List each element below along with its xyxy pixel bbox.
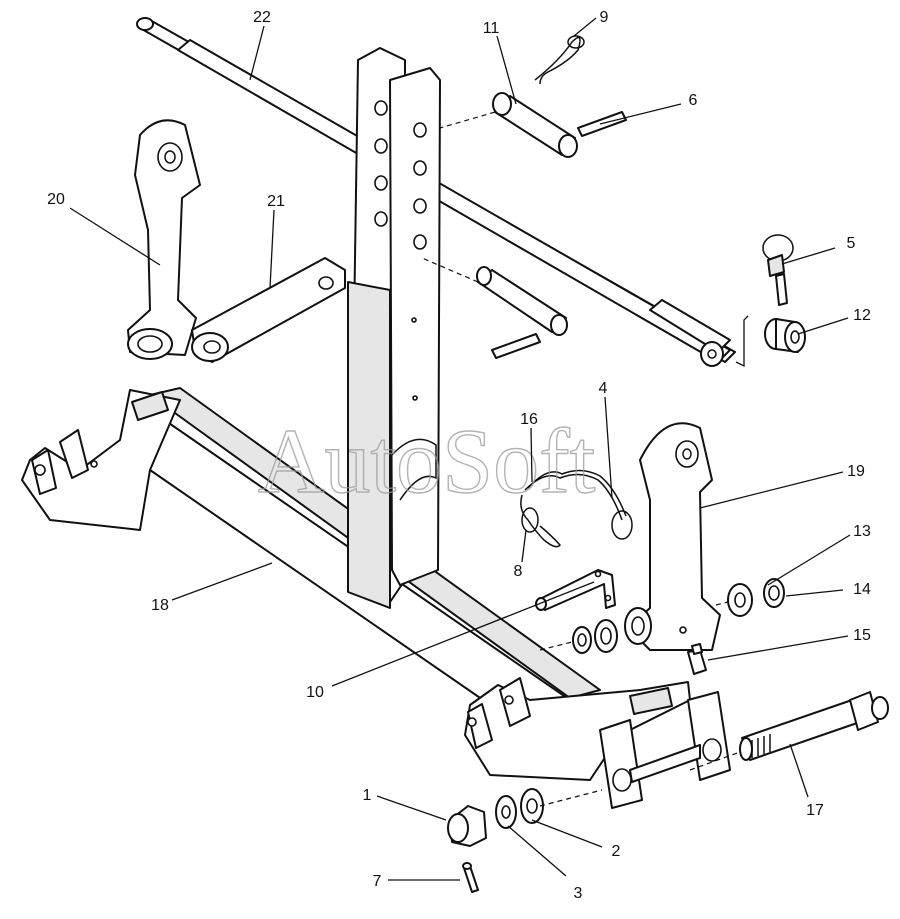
callout-14: 14 [853,581,871,598]
callout-22: 22 [253,9,271,26]
leader-lines [69,17,851,881]
callout-11: 11 [483,20,500,37]
callout-19: 19 [847,463,865,480]
callout-10: 10 [306,684,324,701]
lift-arm-right-19 [624,422,721,651]
callout-7: 7 [373,873,382,890]
callout-6: 6 [689,92,698,109]
bushings [539,619,618,654]
callout-17: 17 [806,802,824,819]
callout-20: 20 [47,191,65,208]
callout-15: 15 [853,627,871,644]
main-pin-17 [689,691,889,771]
callout-5: 5 [847,235,856,252]
callout-9: 9 [600,9,609,26]
callout-3: 3 [574,885,583,902]
callout-8: 8 [514,563,523,580]
lower-pin [421,257,568,359]
callout-4: 4 [599,380,608,397]
collar-12 [735,315,806,368]
callout-21: 21 [267,193,285,210]
callout-13: 13 [853,523,871,540]
callout-18: 18 [151,597,169,614]
nut-washers-1-2-3 [447,788,603,847]
mast-plates [347,47,441,609]
chain-clip-assembly [520,469,633,548]
callout-labels: 22 11 9 6 20 21 5 12 4 16 19 13 14 15 8 … [47,9,871,902]
mast-holes [374,100,427,401]
lift-arm-left-20 [127,119,201,360]
grease-nipple-15 [687,643,707,675]
cotter-pin-7 [462,862,479,893]
watermark: AutoSoft [258,410,596,512]
callout-1: 1 [363,787,372,804]
callout-12: 12 [853,307,871,324]
callout-2: 2 [612,843,621,860]
washers-13-14 [715,578,785,617]
ring-pin-5 [762,234,794,306]
upper-pin-11 [439,92,578,158]
bent-pin-10 [535,569,616,611]
callout-16: 16 [520,411,538,428]
link-bar-21 [191,257,346,363]
r-clip-9 [534,35,585,85]
